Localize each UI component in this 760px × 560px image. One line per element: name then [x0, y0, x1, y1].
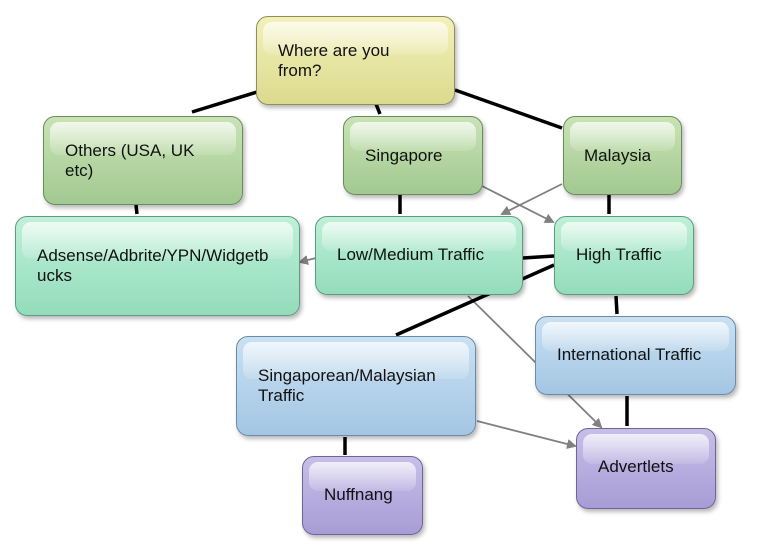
- node-high-traffic: High Traffic: [554, 216, 694, 295]
- node-adsense-label: Adsense/Adbrite/YPN/Widgetbucks: [37, 246, 269, 285]
- edge-malaysia-to-low_medium: [500, 183, 563, 215]
- edge-high-to-low_medium: [522, 254, 555, 260]
- edge-singapore-to-high: [481, 185, 555, 223]
- edge-low_medium-to-adsense: [298, 255, 317, 265]
- node-international-traffic-label: International Traffic: [557, 345, 702, 364]
- edge-where_from-to-malaysia: [454, 88, 563, 130]
- node-nuffnang-label: Nuffnang: [324, 485, 393, 504]
- node-advertlets: Advertlets: [576, 428, 716, 509]
- edge-others-to-adsense: [134, 204, 139, 215]
- edge-high-to-international: [614, 295, 619, 315]
- edge-where_from-to-singapore: [374, 103, 382, 115]
- edge-high-to-sg_my: [395, 263, 555, 337]
- node-where-are-you-from: Where are you from?: [256, 16, 455, 105]
- node-others-label: Others (USA, UK etc): [65, 141, 195, 180]
- node-advertlets-label: Advertlets: [598, 457, 674, 476]
- node-singapore-label: Singapore: [365, 146, 443, 165]
- node-high-traffic-label: High Traffic: [576, 245, 662, 264]
- edge-low_medium-to-advertlets: [467, 295, 603, 429]
- node-nuffnang: Nuffnang: [302, 456, 423, 535]
- node-singapore: Singapore: [343, 116, 483, 195]
- node-sg-my-traffic: Singaporean/Malaysian Traffic: [236, 336, 476, 436]
- node-low-medium-traffic: Low/Medium Traffic: [315, 216, 523, 295]
- node-others: Others (USA, UK etc): [43, 116, 243, 205]
- node-low-medium-traffic-label: Low/Medium Traffic: [337, 245, 485, 264]
- node-international-traffic: International Traffic: [535, 316, 736, 395]
- node-adsense: Adsense/Adbrite/YPN/Widgetbucks: [15, 216, 300, 316]
- node-malaysia-label: Malaysia: [584, 146, 652, 165]
- node-where-are-you-from-label: Where are you from?: [278, 41, 390, 80]
- edge-sg_my-to-advertlets: [476, 420, 577, 449]
- node-sg-my-traffic-label: Singaporean/Malaysian Traffic: [258, 366, 436, 405]
- edge-where_from-to-others: [191, 90, 258, 114]
- node-malaysia: Malaysia: [563, 116, 682, 195]
